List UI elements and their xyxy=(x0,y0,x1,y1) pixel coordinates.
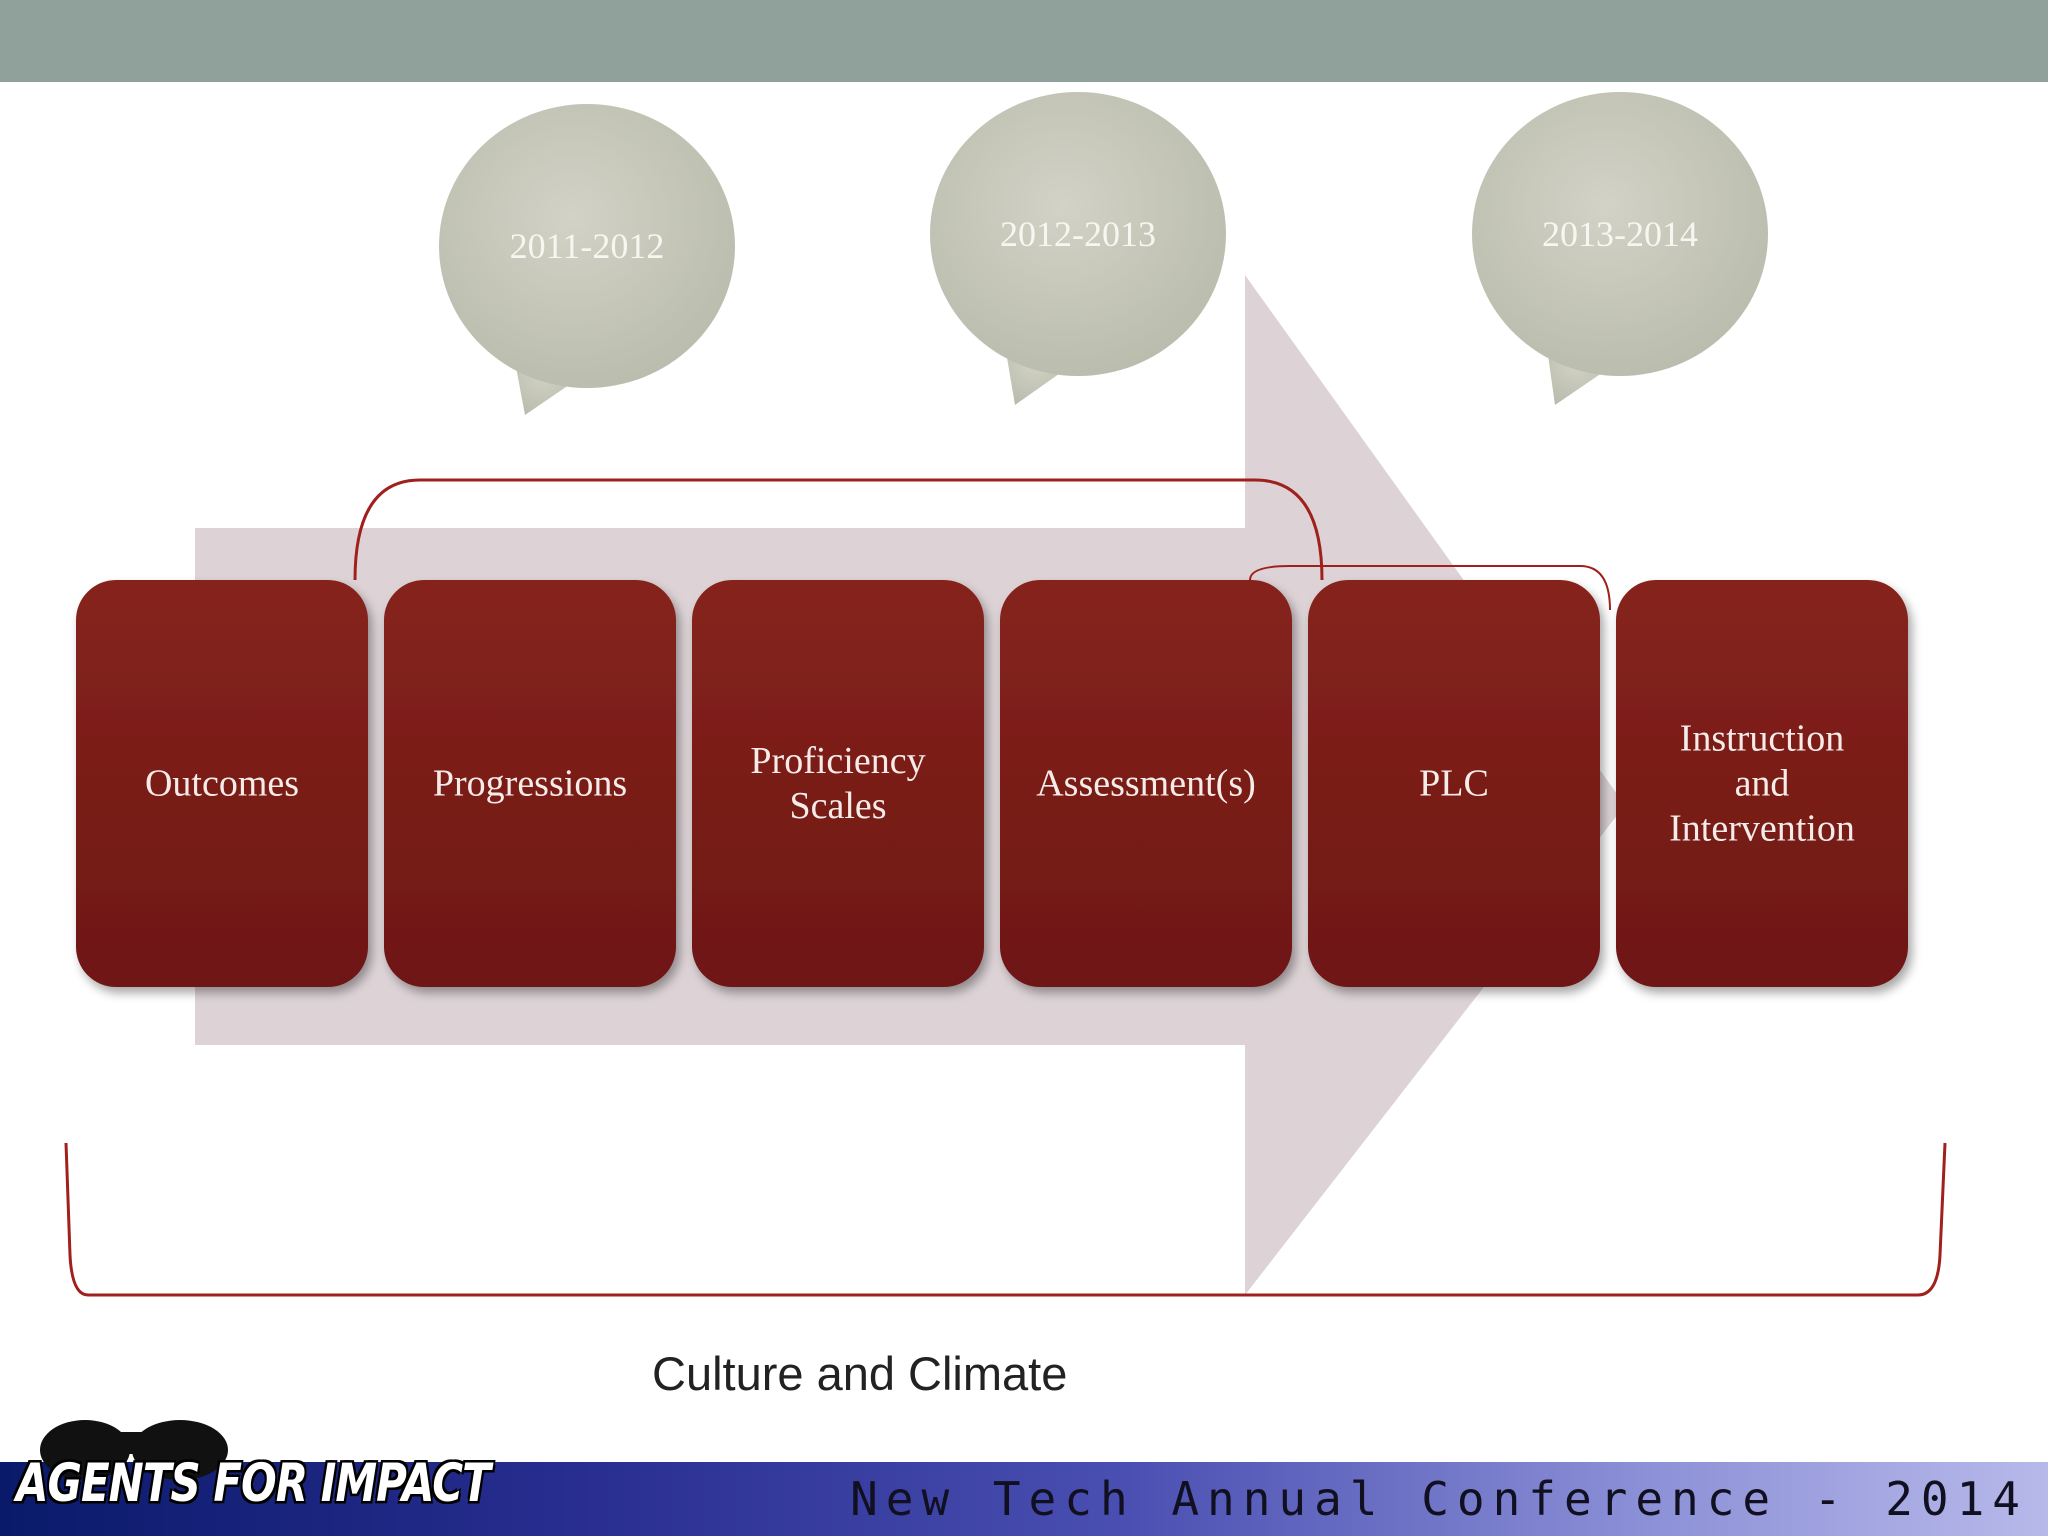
bubble-body xyxy=(439,104,735,388)
binoculars-icon xyxy=(40,1420,228,1480)
step-box-background xyxy=(1000,580,1292,987)
step-box-background xyxy=(692,580,984,987)
step-box: Assessment(s) xyxy=(1000,580,1292,987)
step-label: and xyxy=(1735,763,1790,805)
step-label: Instruction xyxy=(1680,718,1845,760)
phase-bubble: 2013-2014 xyxy=(1472,92,1768,405)
step-box: Progressions xyxy=(384,580,676,987)
step-box-background xyxy=(1616,580,1908,987)
step-label: Intervention xyxy=(1669,808,1855,850)
agents-for-impact-logo: AGENTS FOR IMPACT xyxy=(10,1400,491,1520)
step-label: Assessment(s) xyxy=(1036,763,1256,805)
step-label: Proficiency xyxy=(750,740,925,782)
step-label: Scales xyxy=(789,785,886,827)
culture-climate-bracket xyxy=(64,1142,1947,1297)
step-box: PLC xyxy=(1308,580,1600,987)
step-box-background xyxy=(76,580,368,987)
phase-bubble: 2011-2012 xyxy=(439,104,735,415)
bubble-body xyxy=(930,92,1226,376)
step-label: Outcomes xyxy=(145,763,299,805)
phase-label: 2011-2012 xyxy=(510,226,665,266)
logo-wordmark: AGENTS FOR IMPACT xyxy=(16,1452,491,1514)
bracket-outcomes-to-plc xyxy=(353,478,1324,581)
step-box: Outcomes xyxy=(76,580,368,987)
bubble-body xyxy=(1472,92,1768,376)
step-box-background xyxy=(1308,580,1600,987)
step-label: Progressions xyxy=(433,763,627,805)
caption-culture-climate: Culture and Climate xyxy=(652,1347,1068,1400)
phase-label: 2013-2014 xyxy=(1542,214,1698,254)
conference-title: New Tech Annual Conference - 2014 xyxy=(850,1472,2028,1526)
step-box-background xyxy=(384,580,676,987)
phase-bubble: 2012-2013 xyxy=(930,92,1226,405)
footer-bar: New Tech Annual Conference - 2014 xyxy=(0,1462,2048,1536)
top-bar xyxy=(0,0,2048,82)
step-label: PLC xyxy=(1419,763,1489,805)
bracket-plc-to-instruction xyxy=(1249,565,1611,611)
phase-label: 2012-2013 xyxy=(1000,214,1156,254)
